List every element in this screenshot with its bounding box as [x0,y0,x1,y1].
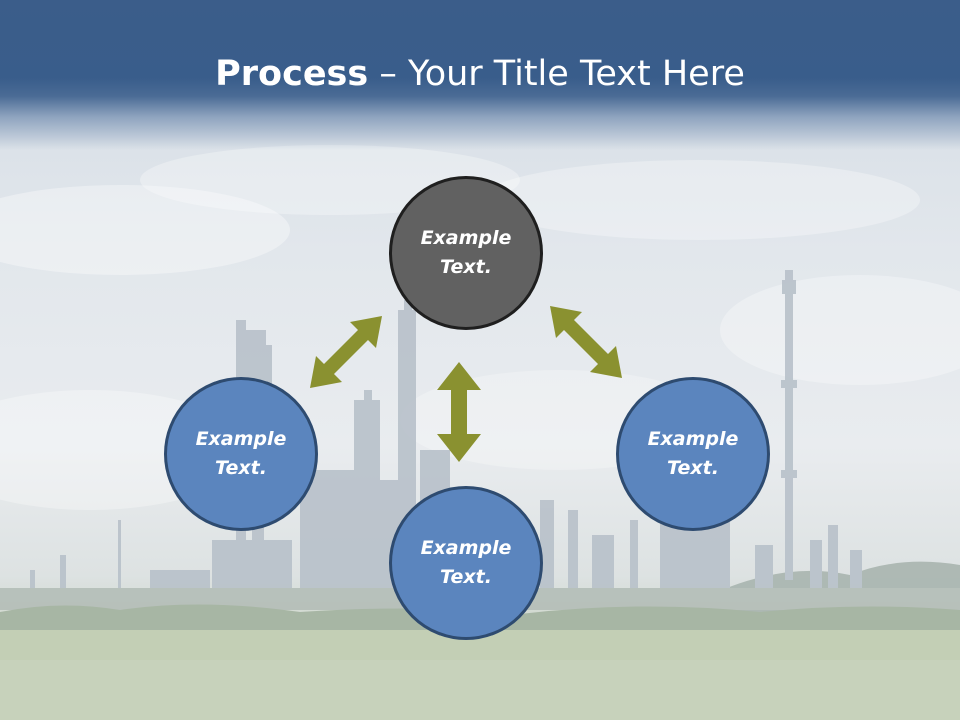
process-node-top[interactable]: Example Text. [389,176,543,330]
process-node-left[interactable]: Example Text. [164,377,318,531]
title-rest: – Your Title Text Here [368,54,745,94]
node-right-label: Example Text. [647,428,739,479]
node-left-label: Example Text. [195,428,287,479]
slide-title: Process – Your Title Text Here [0,52,960,96]
arrow-left-top [310,316,382,388]
process-node-right[interactable]: Example Text. [616,377,770,531]
node-bottom-label: Example Text. [420,537,512,588]
header-band [0,0,960,150]
arrow-top-right [550,306,622,378]
title-bold: Process [215,54,369,94]
node-top-label: Example Text. [420,227,512,278]
arrow-top-bottom [437,362,481,462]
process-node-bottom[interactable]: Example Text. [389,486,543,640]
